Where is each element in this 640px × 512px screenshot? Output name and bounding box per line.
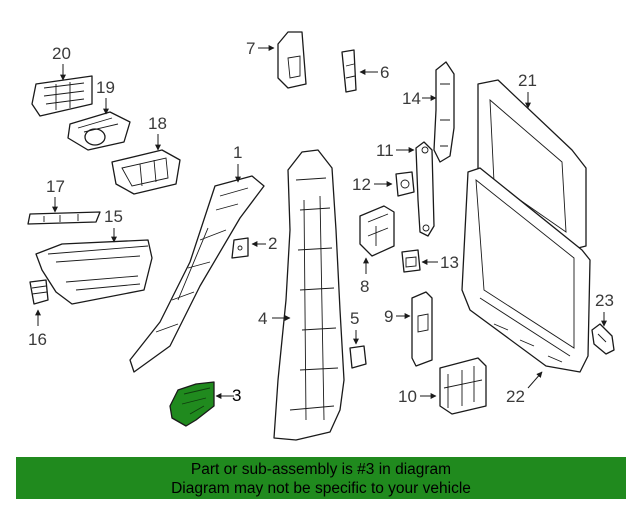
callout-7[interactable]: 7: [246, 39, 255, 58]
part-6[interactable]: [341, 49, 357, 93]
part-2[interactable]: [231, 237, 249, 259]
callout-21[interactable]: 21: [518, 71, 537, 90]
leader-22: [527, 371, 543, 389]
part-7[interactable]: [277, 31, 307, 89]
callout-20[interactable]: 20: [52, 44, 71, 63]
part-13[interactable]: [401, 249, 421, 273]
callout-23[interactable]: 23: [595, 291, 614, 310]
callout-2[interactable]: 2: [268, 234, 277, 253]
banner-line-1: Part or sub-assembly is #3 in diagram: [190, 461, 452, 478]
callout-22[interactable]: 22: [506, 387, 525, 406]
callout-18[interactable]: 18: [148, 114, 167, 133]
part-1[interactable]: [129, 175, 265, 373]
callout-17[interactable]: 17: [46, 177, 65, 196]
callout-19[interactable]: 19: [96, 78, 115, 97]
part-23[interactable]: [591, 323, 615, 355]
callout-12[interactable]: 12: [352, 175, 371, 194]
callout-11[interactable]: 11: [376, 141, 394, 160]
callout-5[interactable]: 5: [350, 309, 359, 328]
part-16[interactable]: [29, 279, 49, 305]
part-3-highlighted[interactable]: [169, 381, 215, 427]
callout-3[interactable]: 3: [232, 386, 241, 405]
part-10[interactable]: [439, 357, 487, 415]
part-14[interactable]: [433, 61, 455, 163]
callout-9[interactable]: 9: [384, 307, 393, 326]
parts-diagram: 20 19 18 17 15 16 1: [27, 31, 615, 441]
callout-8[interactable]: 8: [360, 277, 369, 296]
callout-14[interactable]: 14: [402, 89, 421, 108]
part-12[interactable]: [395, 171, 415, 197]
part-22[interactable]: [461, 167, 591, 373]
callout-10[interactable]: 10: [398, 387, 417, 406]
part-17[interactable]: [27, 211, 101, 225]
callout-15[interactable]: 15: [104, 207, 123, 226]
part-15[interactable]: [35, 239, 153, 305]
part-19[interactable]: [67, 111, 131, 151]
part-4[interactable]: [273, 149, 345, 441]
callout-13[interactable]: 13: [440, 253, 459, 272]
part-11[interactable]: [415, 141, 435, 237]
part-5[interactable]: [349, 345, 367, 369]
part-9[interactable]: [411, 291, 433, 367]
callout-6[interactable]: 6: [380, 63, 389, 82]
part-8[interactable]: [359, 205, 395, 257]
callout-1[interactable]: 1: [233, 143, 242, 162]
part-20[interactable]: [31, 75, 93, 117]
banner-line-2: Diagram may not be specific to your vehi…: [171, 480, 471, 497]
callout-16[interactable]: 16: [28, 330, 47, 349]
info-banner: Part or sub-assembly is #3 in diagram Di…: [16, 457, 626, 499]
part-18[interactable]: [111, 149, 181, 195]
callout-4[interactable]: 4: [258, 309, 267, 328]
